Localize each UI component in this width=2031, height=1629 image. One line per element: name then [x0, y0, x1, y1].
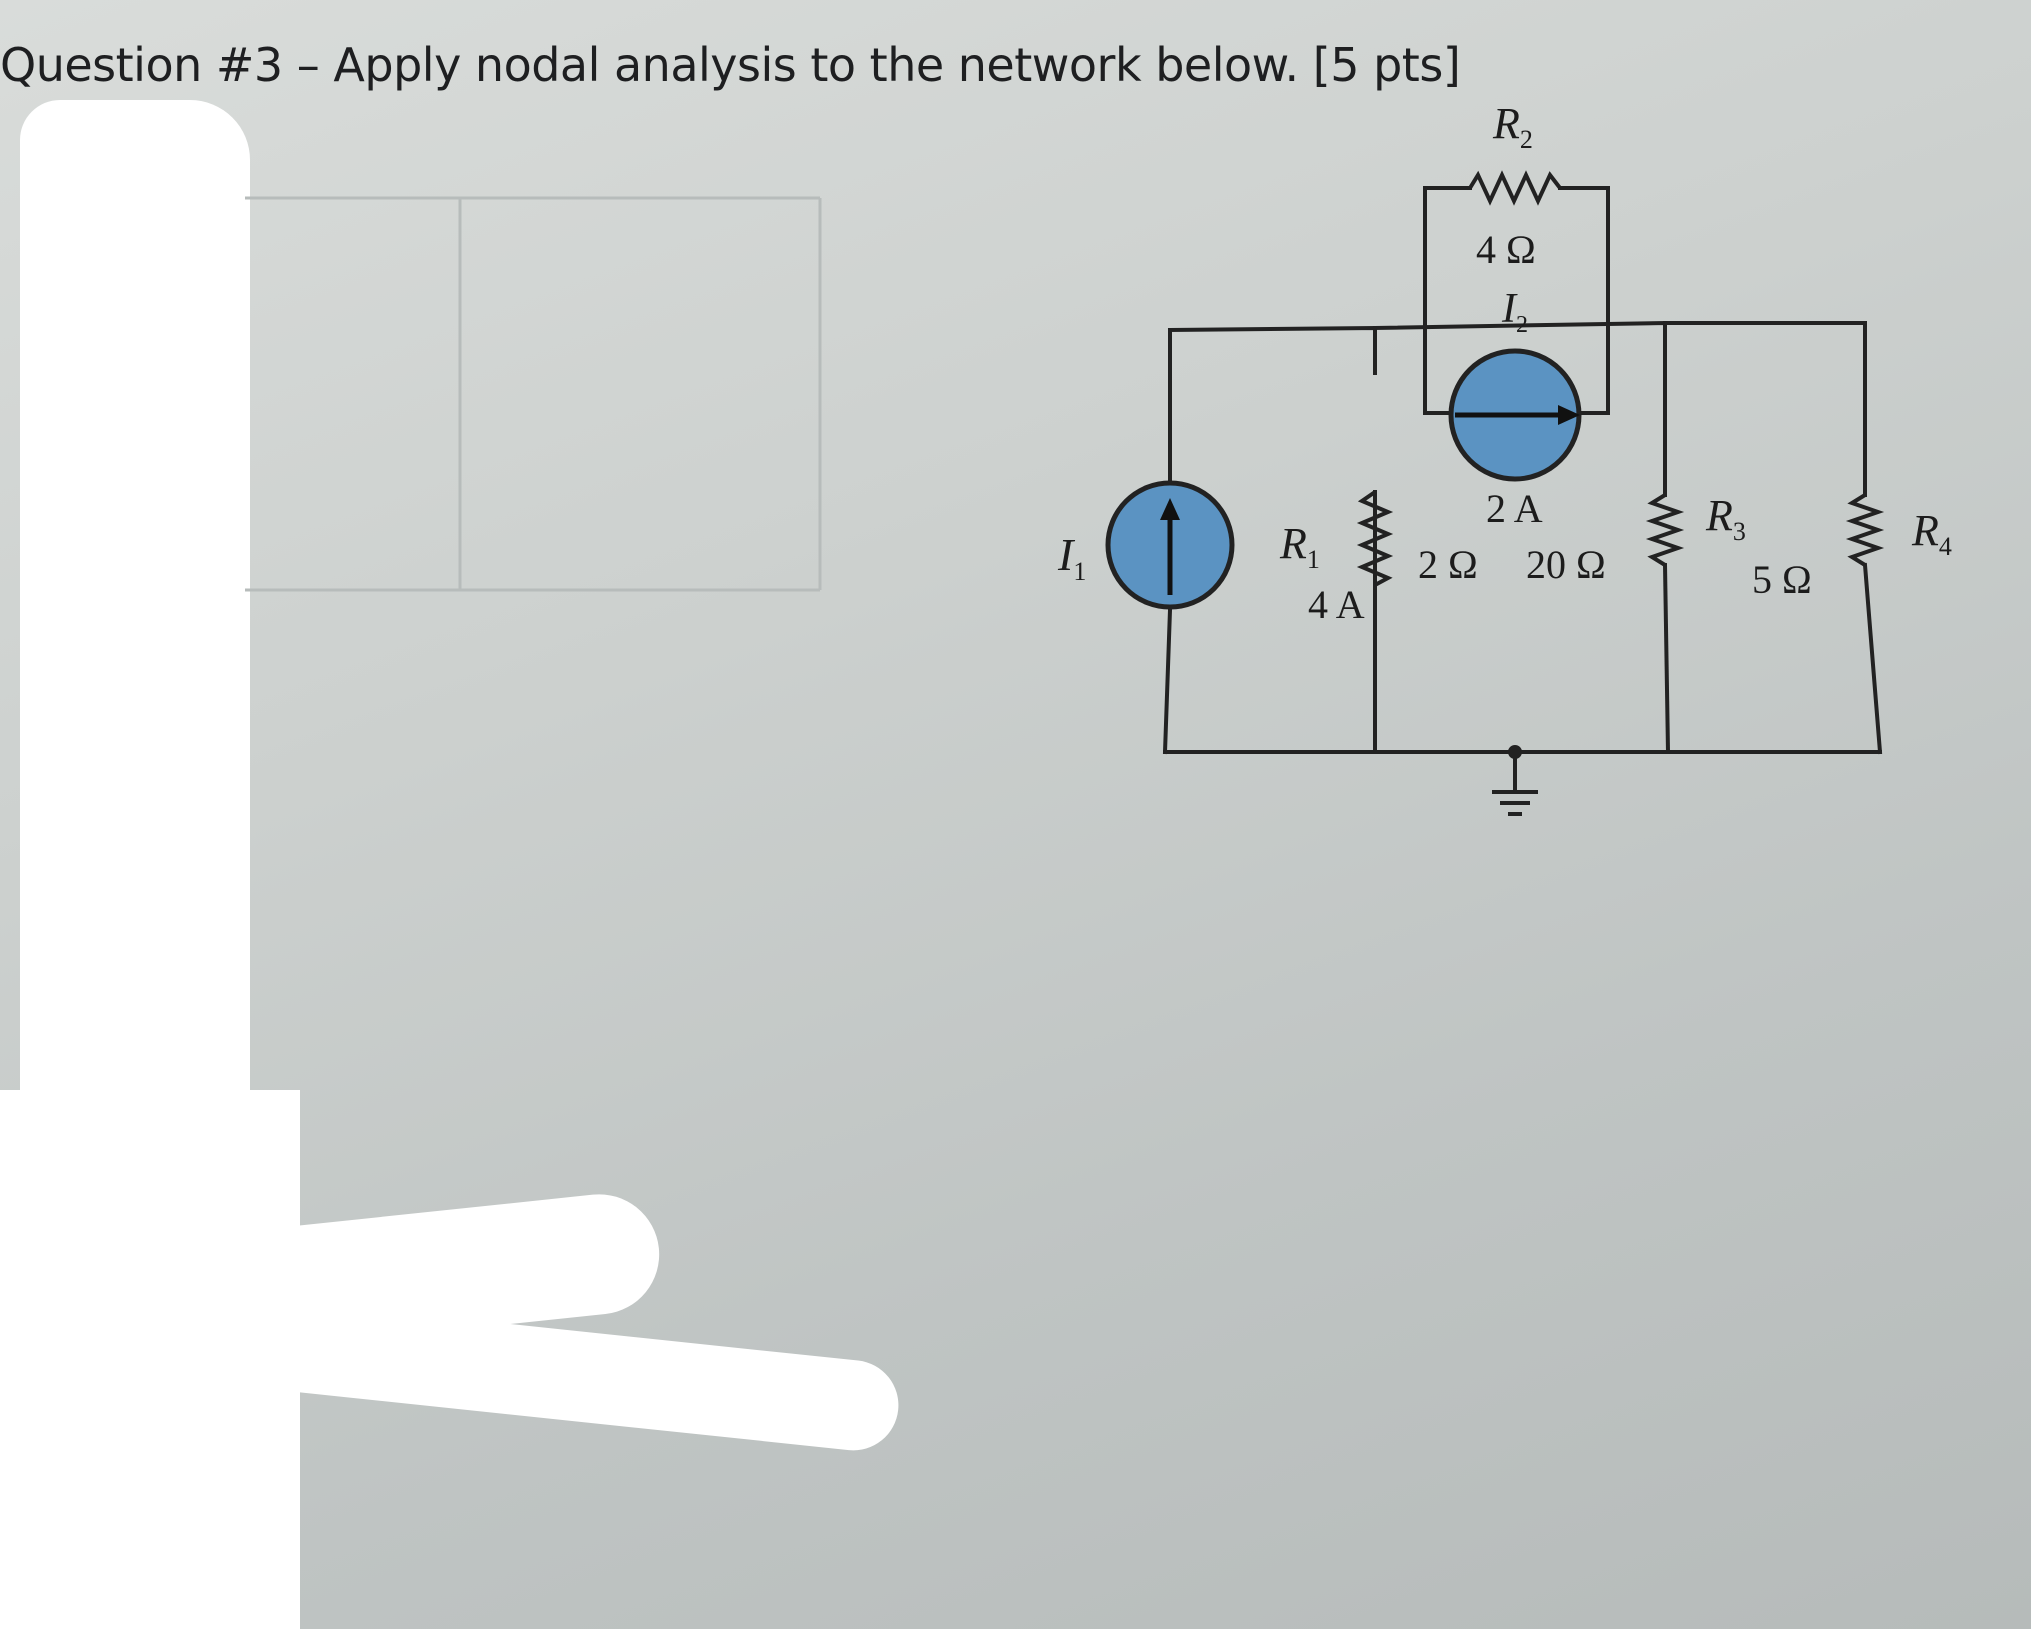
value-i1: 4 A — [1308, 582, 1365, 627]
value-r2: 4 Ω — [1476, 227, 1536, 272]
current-source-i1 — [1105, 480, 1235, 610]
resistor-r4 — [1845, 493, 1885, 567]
question-title: Question #3 – Apply nodal analysis to th… — [0, 38, 1461, 92]
resistor-r2 — [1468, 170, 1562, 206]
resistor-r1 — [1356, 490, 1394, 587]
value-r3: 20 Ω — [1526, 542, 1606, 587]
current-source-i2 — [1448, 348, 1582, 482]
label-r3: R3 — [1705, 491, 1746, 546]
circuit-labels: I1 4 A R1 2 Ω R2 4 Ω I2 2 A R3 20 Ω R4 5… — [1057, 99, 1952, 627]
wires — [1162, 186, 1883, 792]
resistor-r3 — [1645, 493, 1685, 567]
value-r4: 5 Ω — [1752, 557, 1812, 602]
label-r2: R2 — [1492, 99, 1533, 154]
label-i2: I2 — [1501, 286, 1528, 338]
label-r4: R4 — [1911, 506, 1952, 561]
ground-symbol — [1492, 745, 1538, 816]
label-r1: R1 — [1279, 519, 1320, 574]
label-i1: I1 — [1057, 529, 1086, 586]
show-through-circuit — [245, 196, 822, 592]
value-r1: 2 Ω — [1418, 542, 1478, 587]
value-i2: 2 A — [1486, 486, 1543, 531]
